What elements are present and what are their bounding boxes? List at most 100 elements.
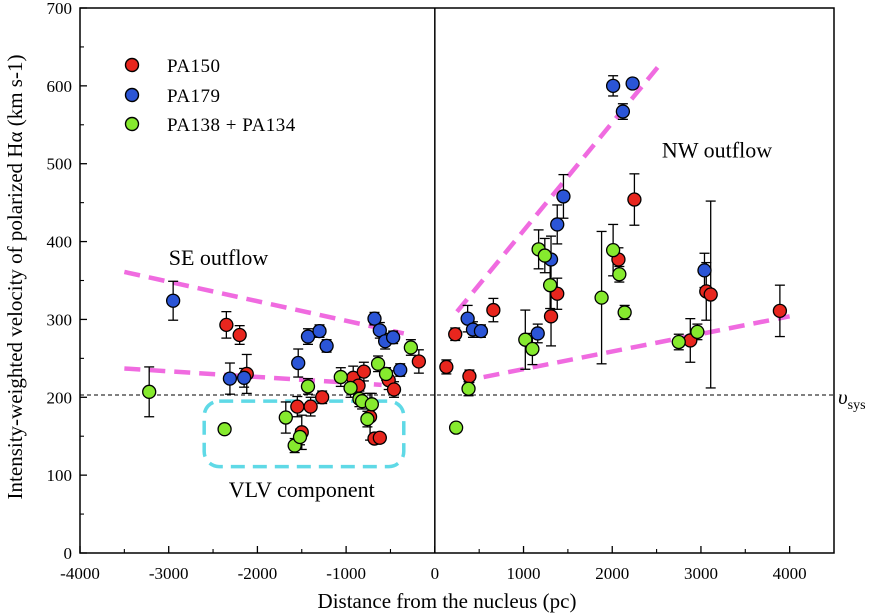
data-point-s1-p14 xyxy=(473,323,489,339)
data-point-s1-p15 xyxy=(530,326,545,341)
data-point-s0-p14 xyxy=(386,382,402,397)
legend: PA150 PA179 PA138 + PA134 xyxy=(124,56,296,136)
tick-labels-layer: -4000 -3000 -2000 -1000 0 1000 2000 3000 4000 0 10… xyxy=(47,0,807,583)
data-point-s1-p0 xyxy=(165,293,181,308)
vsys-label: υsys xyxy=(838,385,866,413)
y-tick-label: 500 xyxy=(47,155,73,174)
x-tick-label: -1000 xyxy=(326,564,366,583)
vsys-subscript: sys xyxy=(848,398,866,413)
data-point-s2-p26 xyxy=(671,334,686,350)
data-point-s0-p17 xyxy=(448,327,463,342)
data-point-s2-p15 xyxy=(448,420,464,435)
data-point-s0-p1 xyxy=(232,327,247,343)
data-point-s0-p5 xyxy=(303,399,318,414)
data-point-s2-p10 xyxy=(360,411,375,427)
data-point-s2-p12 xyxy=(370,356,386,371)
data-point-s0-p26 xyxy=(703,287,718,302)
data-point-s2-p1 xyxy=(217,422,232,437)
y-tick-label: 700 xyxy=(47,0,73,18)
annotation-nw-outflow: NW outflow xyxy=(662,137,772,162)
data-point-s0-p18 xyxy=(462,369,477,384)
x-tick-label: 2000 xyxy=(595,564,629,583)
data-point-s0-p23 xyxy=(627,192,642,207)
data-point-s1-p3 xyxy=(291,355,306,371)
data-point-s1-p4 xyxy=(300,329,316,344)
data-point-s0-p3 xyxy=(290,399,305,414)
y-tick-label: 300 xyxy=(47,310,73,329)
data-point-s2-p22 xyxy=(594,290,609,305)
annotation-se-outflow: SE outflow xyxy=(169,245,269,270)
dashed-trend-line-1 xyxy=(123,269,405,336)
legend-label-pa150: PA150 xyxy=(167,56,221,77)
dashed-trend-line-3 xyxy=(455,61,663,314)
data-point-s1-p6 xyxy=(319,338,334,354)
data-point-s1-p5 xyxy=(312,323,327,339)
data-point-s2-p23 xyxy=(605,242,621,258)
data-point-s1-p18 xyxy=(556,189,571,204)
x-tick-label: -3000 xyxy=(149,564,189,583)
y-tick-label: 100 xyxy=(47,466,73,485)
data-point-s0-p15 xyxy=(411,354,427,369)
data-point-s2-p4 xyxy=(292,429,308,445)
data-point-s1-p10 xyxy=(385,330,401,345)
data-point-s2-p0 xyxy=(142,384,157,399)
x-tick-label: 0 xyxy=(431,564,440,583)
data-point-s1-p17 xyxy=(550,217,565,232)
data-point-s1-p19 xyxy=(605,78,621,94)
data-point-s1-p1 xyxy=(222,371,238,386)
data-point-s0-p6 xyxy=(315,390,330,405)
data-point-s2-p18 xyxy=(525,341,540,357)
legend-label-pa179: PA179 xyxy=(167,86,221,107)
data-point-s2-p5 xyxy=(300,379,316,394)
data-point-s2-p27 xyxy=(690,324,705,340)
y-tick-label: 600 xyxy=(47,77,73,96)
vlv-region-box xyxy=(202,399,406,469)
data-point-s2-p17 xyxy=(518,332,533,347)
data-point-s2-p13 xyxy=(378,366,394,382)
legend-marker-pa179 xyxy=(124,87,140,103)
dashed-trend-line-4 xyxy=(483,314,791,380)
legend-label-pa138-pa134: PA138 + PA134 xyxy=(167,115,296,136)
data-point-s0-p19 xyxy=(486,302,501,318)
annotation-vlv-component: VLV component xyxy=(229,477,375,502)
data-point-s2-p2 xyxy=(278,410,293,425)
y-tick-label: 400 xyxy=(47,233,73,252)
data-point-s2-p16 xyxy=(461,381,476,396)
data-point-s1-p20 xyxy=(615,104,631,119)
x-tick-label: 4000 xyxy=(773,564,807,583)
x-tick-label: -2000 xyxy=(238,564,278,583)
data-point-s2-p21 xyxy=(542,278,558,293)
legend-marker-pa138-pa134 xyxy=(124,116,140,132)
axes-layer xyxy=(79,7,835,554)
y-tick-label: 0 xyxy=(64,544,73,563)
x-tick-label: 3000 xyxy=(684,564,718,583)
data-point-s0-p27 xyxy=(772,303,788,319)
data-points-layer xyxy=(142,76,788,453)
data-point-s0-p20 xyxy=(543,309,559,324)
data-point-s2-p6 xyxy=(333,369,348,385)
data-point-s0-p16 xyxy=(439,359,454,375)
data-point-s2-p14 xyxy=(403,340,419,355)
legend-marker-pa150 xyxy=(124,57,140,73)
vsys-symbol: υ xyxy=(838,385,848,409)
y-tick-label: 200 xyxy=(47,388,73,407)
x-axis-title: Distance from the nucleus (pc) xyxy=(318,589,577,613)
x-tick-label: 1000 xyxy=(507,564,541,583)
data-point-s2-p11 xyxy=(364,397,379,412)
data-point-s0-p9 xyxy=(356,364,372,379)
x-tick-label: -4000 xyxy=(60,564,100,583)
data-point-s1-p2 xyxy=(236,370,252,385)
data-point-s2-p7 xyxy=(343,380,358,396)
data-point-s0-p12 xyxy=(372,430,387,445)
data-point-s1-p22 xyxy=(697,263,712,278)
data-point-s1-p11 xyxy=(393,362,408,378)
data-point-s1-p21 xyxy=(625,76,640,91)
vlv-region-layer xyxy=(202,399,406,469)
y-axis-title: Intensity-weighted velocity of polarized… xyxy=(3,55,27,500)
data-point-s2-p25 xyxy=(617,305,632,320)
reference-lines-layer xyxy=(80,8,834,553)
data-point-s2-p24 xyxy=(612,267,627,282)
data-point-s1-p7 xyxy=(367,311,382,326)
data-point-s0-p0 xyxy=(219,317,234,333)
